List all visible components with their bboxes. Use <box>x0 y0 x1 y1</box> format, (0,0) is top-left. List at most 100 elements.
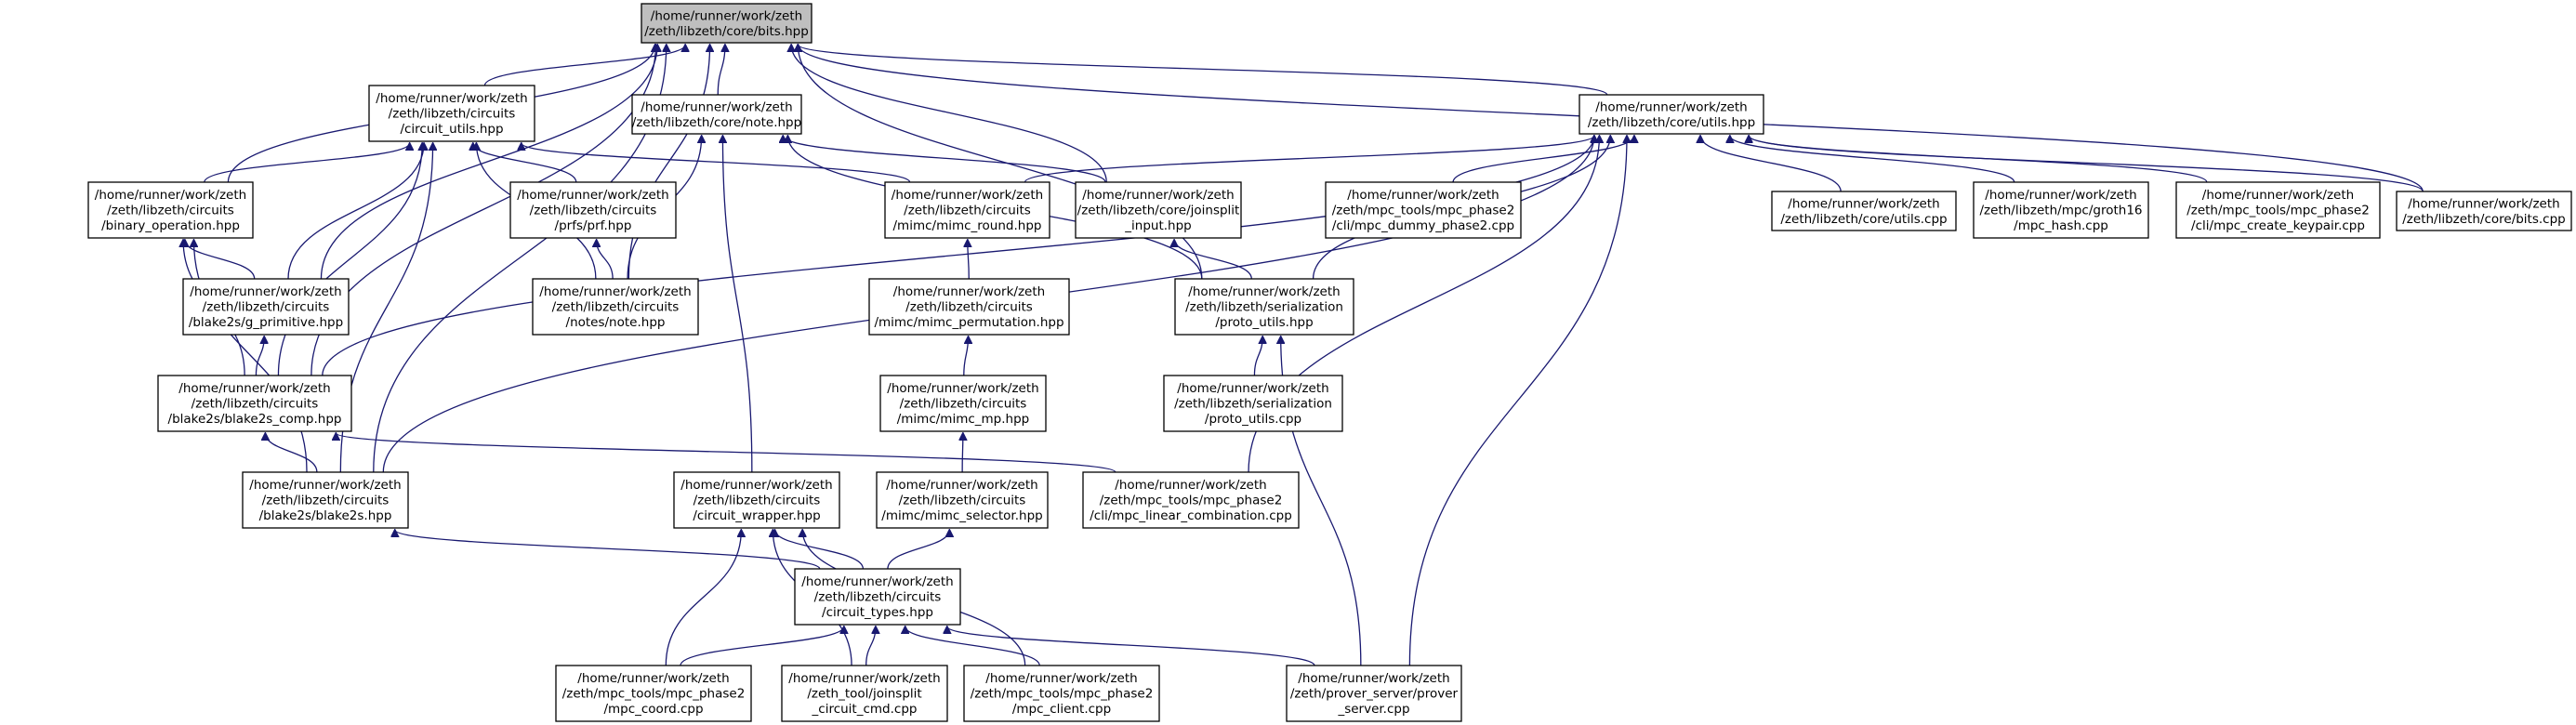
edge-mpc-hash-cpp-to-utils-hpp <box>1730 136 2015 183</box>
node-circuit-utils-hpp[interactable]: /home/runner/work/zeth/zeth/libzeth/circ… <box>368 85 535 142</box>
node-box <box>532 278 699 336</box>
node-mimc-mp-hpp[interactable]: /home/runner/work/zeth/zeth/libzeth/circ… <box>879 375 1047 432</box>
edge-g-primitive-hpp-to-circuit-utils-hpp <box>287 143 424 280</box>
node-box <box>781 665 948 722</box>
node-box <box>509 181 677 239</box>
node-proto-utils-hpp[interactable]: /home/runner/work/zeth/zeth/libzeth/seri… <box>1174 278 1354 336</box>
node-mimc-permutation-hpp[interactable]: /home/runner/work/zeth/zeth/libzeth/circ… <box>868 278 1070 336</box>
node-joinsplit-input-hpp[interactable]: /home/runner/work/zeth/zeth/libzeth/core… <box>1075 181 1242 239</box>
node-g-primitive-hpp[interactable]: /home/runner/work/zeth/zeth/libzeth/circ… <box>182 278 350 336</box>
node-label-line: /zeth/libzeth/core/utils.hpp <box>1588 115 1755 130</box>
node-label-line: /home/runner/work/zeth <box>1082 188 1234 203</box>
node-label-line: _server.cpp <box>1337 702 1409 717</box>
node-label-line: /home/runner/work/zeth <box>1788 196 1939 211</box>
node-label-line: /zeth/mpc_tools/mpc_phase2 <box>1332 204 1515 218</box>
node-box <box>631 94 802 135</box>
node-circuit-wrapper-hpp[interactable]: /home/runner/work/zeth/zeth/libzeth/circ… <box>673 471 840 529</box>
node-label-line: _circuit_cmd.cpp <box>812 702 918 717</box>
node-mimc-selector-hpp[interactable]: /home/runner/work/zeth/zeth/libzeth/circ… <box>876 471 1049 529</box>
node-binary-operation-hpp[interactable]: /home/runner/work/zeth/zeth/libzeth/circ… <box>87 181 254 239</box>
node-label-line: /mimc/mimc_round.hpp <box>893 218 1042 233</box>
edge-proto-utils-hpp-to-bits-hpp <box>798 45 1203 280</box>
node-mpc-linear-combination-cpp[interactable]: /home/runner/work/zeth/zeth/mpc_tools/mp… <box>1082 471 1300 529</box>
node-blake2s-hpp[interactable]: /home/runner/work/zeth/zeth/libzeth/circ… <box>242 471 409 529</box>
edge-mpc-create-keypair-cpp-to-utils-hpp <box>1749 136 2208 183</box>
node-label-line: /home/runner/work/zeth <box>1595 99 1747 114</box>
node-utils-hpp[interactable]: /home/runner/work/zeth/zeth/libzeth/core… <box>1579 94 1764 135</box>
edge-blake2s-hpp-to-circuit-utils-hpp <box>339 143 432 473</box>
node-label-line: /zeth/libzeth/core/utils.cpp <box>1780 212 1947 227</box>
edge-mimc-mp-hpp-to-mimc-permutation-hpp <box>963 336 969 376</box>
node-label-line: /zeth/libzeth/circuits <box>552 300 680 315</box>
node-label-line: /zeth/mpc_tools/mpc_phase2 <box>1100 494 1283 508</box>
node-label-line: /zeth/libzeth/core/joinsplit <box>1077 204 1240 218</box>
node-label-line: /zeth/libzeth/circuits <box>899 494 1026 508</box>
node-box <box>1579 94 1764 135</box>
node-label-line: /zeth/libzeth/core/bits.cpp <box>2402 212 2566 227</box>
node-prf-hpp[interactable]: /home/runner/work/zeth/zeth/libzeth/circ… <box>509 181 677 239</box>
node-label-line: /home/runner/work/zeth <box>577 671 729 686</box>
node-label-line: /cli/mpc_linear_combination.cpp <box>1090 508 1292 523</box>
node-label-line: /home/runner/work/zeth <box>892 188 1043 203</box>
node-mpc-create-keypair-cpp[interactable]: /home/runner/work/zeth/zeth/mpc_tools/mp… <box>2175 181 2381 239</box>
node-note-circuit-hpp[interactable]: /home/runner/work/zeth/zeth/libzeth/circ… <box>532 278 699 336</box>
edge-mimc-selector-hpp-to-mimc-mp-hpp <box>962 433 963 473</box>
node-joinsplit-circuit-cmd-cpp[interactable]: /home/runner/work/zeth/zeth_tool/joinspl… <box>781 665 948 722</box>
edge-prover-server-cpp-to-utils-hpp <box>1408 136 1627 666</box>
node-label-line: /mimc/mimc_permutation.hpp <box>874 315 1063 330</box>
node-prover-server-cpp[interactable]: /home/runner/work/zeth/zeth/prover_serve… <box>1286 665 1462 722</box>
edge-proto-utils-cpp-to-proto-utils-hpp <box>1253 336 1262 376</box>
edge-joinsplit-circuit-cmd-cpp-to-circuit-types-hpp <box>865 626 876 666</box>
node-mimc-round-hpp[interactable]: /home/runner/work/zeth/zeth/libzeth/circ… <box>884 181 1050 239</box>
node-utils-cpp[interactable]: /home/runner/work/zeth/zeth/libzeth/core… <box>1771 191 1957 231</box>
node-label-line: /zeth/libzeth/serialization <box>1174 397 1332 412</box>
node-mpc-client-cpp[interactable]: /home/runner/work/zeth/zeth/mpc_tools/mp… <box>963 665 1160 722</box>
node-label-line: /circuit_types.hpp <box>822 605 933 620</box>
node-label-line: /zeth/libzeth/circuits <box>904 204 1031 218</box>
node-label-line: /zeth/libzeth/core/bits.hpp <box>644 24 809 39</box>
node-label-line: /zeth/libzeth/core/note.hpp <box>632 115 801 130</box>
edge-mpc-dummy-phase2-cpp-to-utils-hpp <box>1452 136 1634 183</box>
node-label-line: /blake2s/blake2s_comp.hpp <box>168 412 342 427</box>
node-label-line: /zeth/libzeth/circuits <box>694 494 821 508</box>
node-label-line: /home/runner/work/zeth <box>2202 188 2354 203</box>
node-box <box>884 181 1050 239</box>
node-blake2s-comp-hpp[interactable]: /home/runner/work/zeth/zeth/libzeth/circ… <box>157 375 352 432</box>
node-label-line: /mimc/mimc_mp.hpp <box>897 412 1030 427</box>
node-label-line: /circuit_utils.hpp <box>400 122 503 137</box>
node-box <box>1082 471 1300 529</box>
node-label-line: /home/runner/work/zeth <box>788 671 940 686</box>
node-label-line: /blake2s/g_primitive.hpp <box>189 315 343 330</box>
node-box <box>242 471 409 529</box>
node-mpc-hash-cpp[interactable]: /home/runner/work/zeth/zeth/libzeth/mpc/… <box>1973 181 2149 239</box>
node-label-line: /cli/mpc_dummy_phase2.cpp <box>1332 218 1514 233</box>
node-box <box>2396 191 2572 231</box>
node-label-line: /home/runner/work/zeth <box>887 381 1038 396</box>
node-label-line: /prfs/prf.hpp <box>555 218 632 233</box>
node-mpc-coord-cpp[interactable]: /home/runner/work/zeth/zeth/mpc_tools/mp… <box>555 665 752 722</box>
node-box <box>673 471 840 529</box>
node-note-hpp[interactable]: /home/runner/work/zeth/zeth/libzeth/core… <box>631 94 802 135</box>
file-nodes: /home/runner/work/zeth/zeth/libzeth/core… <box>87 3 2572 722</box>
edge-note-circuit-hpp-to-prf-hpp <box>597 240 614 280</box>
node-box <box>1771 191 1957 231</box>
node-label-line: /cli/mpc_create_keypair.cpp <box>2191 218 2365 233</box>
node-box <box>2175 181 2381 239</box>
node-label-line: /zeth/libzeth/mpc/groth16 <box>1980 204 2143 218</box>
edge-mpc-coord-cpp-to-circuit-types-hpp <box>680 626 844 666</box>
node-label-line: _input.hpp <box>1124 218 1191 233</box>
node-mpc-dummy-phase2-cpp[interactable]: /home/runner/work/zeth/zeth/mpc_tools/mp… <box>1325 181 1522 239</box>
node-bits-cpp[interactable]: /home/runner/work/zeth/zeth/libzeth/core… <box>2396 191 2572 231</box>
node-label-line: /home/runner/work/zeth <box>1347 188 1499 203</box>
edge-blake2s-comp-hpp-to-utils-hpp <box>322 136 1594 376</box>
node-circuit-types-hpp[interactable]: /home/runner/work/zeth/zeth/libzeth/circ… <box>794 568 961 626</box>
edge-circuit-wrapper-hpp-to-note-hpp <box>722 136 753 473</box>
node-label-line: /home/runner/work/zeth <box>1115 478 1266 493</box>
node-label-line: /zeth/libzeth/circuits <box>203 300 330 315</box>
edge-circuit-types-hpp-to-mimc-selector-hpp <box>887 530 949 570</box>
node-box <box>1174 278 1354 336</box>
node-proto-utils-cpp[interactable]: /home/runner/work/zeth/zeth/libzeth/seri… <box>1163 375 1343 432</box>
node-bits-hpp[interactable]: /home/runner/work/zeth/zeth/libzeth/core… <box>641 3 812 44</box>
edge-mpc-linear-combination-cpp-to-blake2s-comp-hpp <box>336 433 1116 473</box>
node-box <box>1075 181 1242 239</box>
